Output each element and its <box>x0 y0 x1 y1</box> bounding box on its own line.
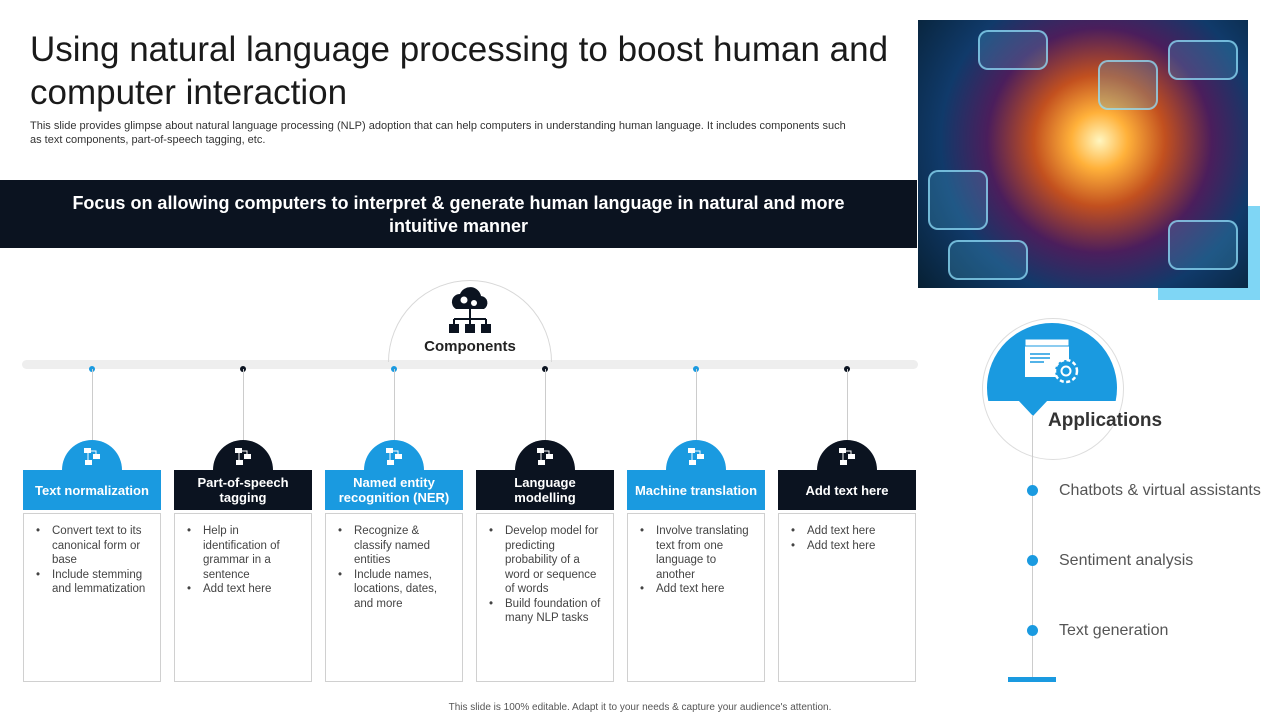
component-card: Involve translating text from one langua… <box>627 513 765 682</box>
component-bullet: Convert text to its canonical form or ba… <box>34 524 152 568</box>
components-timeline <box>22 360 918 369</box>
connector-line <box>394 369 395 444</box>
focus-banner: Focus on allowing computers to interpret… <box>0 180 917 248</box>
component-header: Add text here <box>778 470 916 510</box>
component-card: Recognize & classify named entitiesInclu… <box>325 513 463 682</box>
connector-line <box>545 369 546 444</box>
component-bullet: Help in identification of grammar in a s… <box>185 524 303 582</box>
browser-settings-icon <box>1024 338 1079 384</box>
component-bullet: Involve translating text from one langua… <box>638 524 756 582</box>
speech-network-icon <box>235 448 251 465</box>
bullet-dot <box>1027 625 1038 636</box>
connector-line <box>243 369 244 444</box>
application-item: Sentiment analysis <box>1059 552 1194 569</box>
component-card: Convert text to its canonical form or ba… <box>23 513 161 682</box>
devices-icon <box>839 448 855 465</box>
component-bullet: Add text here <box>638 582 756 597</box>
component-header: Part-of-speech tagging <box>174 470 312 510</box>
component-header: Machine translation <box>627 470 765 510</box>
component-bullet: Recognize & classify named entities <box>336 524 454 568</box>
application-item: Chatbots & virtual assistants <box>1059 482 1261 499</box>
component-bullet: Include stemming and lemmatization <box>34 568 152 597</box>
ai-chip-icon <box>537 448 553 465</box>
component-bullet: Add text here <box>789 539 907 554</box>
connector-line <box>696 369 697 444</box>
components-label: Components <box>424 338 516 355</box>
bullet-dot <box>1027 485 1038 496</box>
component-bullet: Add text here <box>789 524 907 539</box>
bullet-dot <box>1027 555 1038 566</box>
applications-pointer <box>1018 400 1048 416</box>
component-bullet: Add text here <box>185 582 303 597</box>
applications-circle <box>982 318 1124 460</box>
flowchart-icon <box>84 448 100 465</box>
footer-note: This slide is 100% editable. Adapt it to… <box>448 702 832 713</box>
application-item: Text generation <box>1059 622 1169 639</box>
slide-title: Using natural language processing to boo… <box>30 30 889 112</box>
applications-title: Applications <box>1048 410 1163 431</box>
component-bullet: Include names, locations, dates, and mor… <box>336 568 454 612</box>
nlp-hero-image <box>918 20 1248 288</box>
component-header: Text normalization <box>23 470 161 510</box>
translate-icon <box>688 448 704 465</box>
connector-line <box>92 369 93 444</box>
component-bullet: Build foundation of many NLP tasks <box>487 597 605 626</box>
slide-subtitle: This slide provides glimpse about natura… <box>30 120 846 146</box>
component-bullet: Develop model for predicting probability… <box>487 524 605 597</box>
component-card: Develop model for predicting probability… <box>476 513 614 682</box>
connector-line <box>847 369 848 444</box>
cloud-network-icon <box>449 287 491 333</box>
person-badge-icon <box>386 448 402 465</box>
component-header: Named entity recognition (NER) <box>325 470 463 510</box>
component-header: Language modelling <box>476 470 614 510</box>
applications-line <box>1032 415 1033 680</box>
component-card: Help in identification of grammar in a s… <box>174 513 312 682</box>
applications-base <box>1008 677 1056 682</box>
